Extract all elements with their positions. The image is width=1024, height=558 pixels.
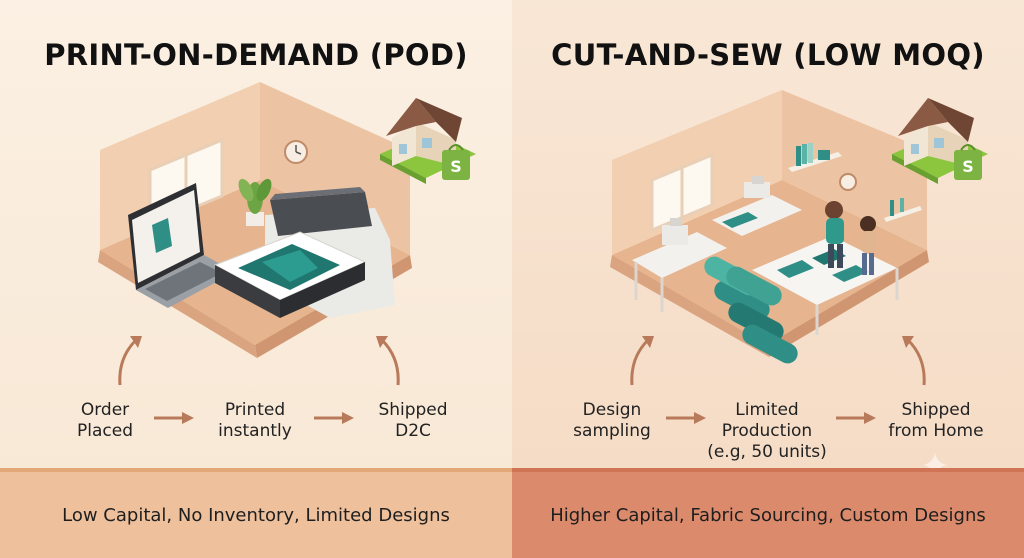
wall-clock xyxy=(839,173,857,191)
sewing-table-left xyxy=(632,232,727,278)
pod-panel: PRINT-ON-DEMAND (POD) xyxy=(0,0,512,558)
up-arrow-icon-2 xyxy=(376,336,400,386)
divider xyxy=(512,468,1024,472)
sparkle-icon xyxy=(923,453,947,477)
arrow-right-icon xyxy=(666,412,706,424)
shopify-bag-icon xyxy=(442,150,470,180)
store-house-icon: S xyxy=(892,98,988,184)
plant-pot xyxy=(246,212,264,226)
person-2 xyxy=(860,216,876,232)
person-1 xyxy=(825,201,843,219)
pod-step-1: Order Placed xyxy=(77,400,133,441)
up-arrow-icon-1 xyxy=(630,336,654,386)
cut-and-sew-panel: CUT-AND-SEW (LOW MOQ) xyxy=(512,0,1024,558)
cs-step-3: Shipped from Home xyxy=(888,400,984,441)
svg-text:S: S xyxy=(450,157,462,176)
up-arrow-icon-1 xyxy=(118,336,142,386)
store-house-icon: S xyxy=(380,98,476,184)
shopify-bag-icon xyxy=(954,150,982,180)
cs-step-1: Design sampling xyxy=(573,400,651,441)
room-floor xyxy=(612,180,927,345)
arrow-right-icon xyxy=(154,412,194,424)
arrow-right-icon xyxy=(314,412,354,424)
pod-title: PRINT-ON-DEMAND (POD) xyxy=(44,38,468,72)
up-arrow-icon-2 xyxy=(902,336,926,386)
cut-and-sew-steps: Design sampling Limited Production (e.g,… xyxy=(512,396,1024,466)
cut-and-sew-title: CUT-AND-SEW (LOW MOQ) xyxy=(551,38,985,72)
arrow-right-icon xyxy=(836,412,876,424)
cut-and-sew-summary: Higher Capital, Fabric Sourcing, Custom … xyxy=(512,472,1024,558)
divider xyxy=(0,468,512,472)
cs-step-2: Limited Production (e.g, 50 units) xyxy=(707,400,827,462)
workshop-room-illustration xyxy=(610,90,929,364)
pod-summary: Low Capital, No Inventory, Limited Desig… xyxy=(0,472,512,558)
pod-room-illustration xyxy=(98,82,412,358)
fabric-rolls xyxy=(704,256,798,364)
pod-step-2: Printed instantly xyxy=(218,400,292,441)
pod-step-3: Shipped D2C xyxy=(378,400,448,441)
pod-steps: Order Placed Printed instantly Shipped D… xyxy=(0,396,512,466)
svg-text:S: S xyxy=(962,157,974,176)
cutting-table xyxy=(752,236,897,305)
